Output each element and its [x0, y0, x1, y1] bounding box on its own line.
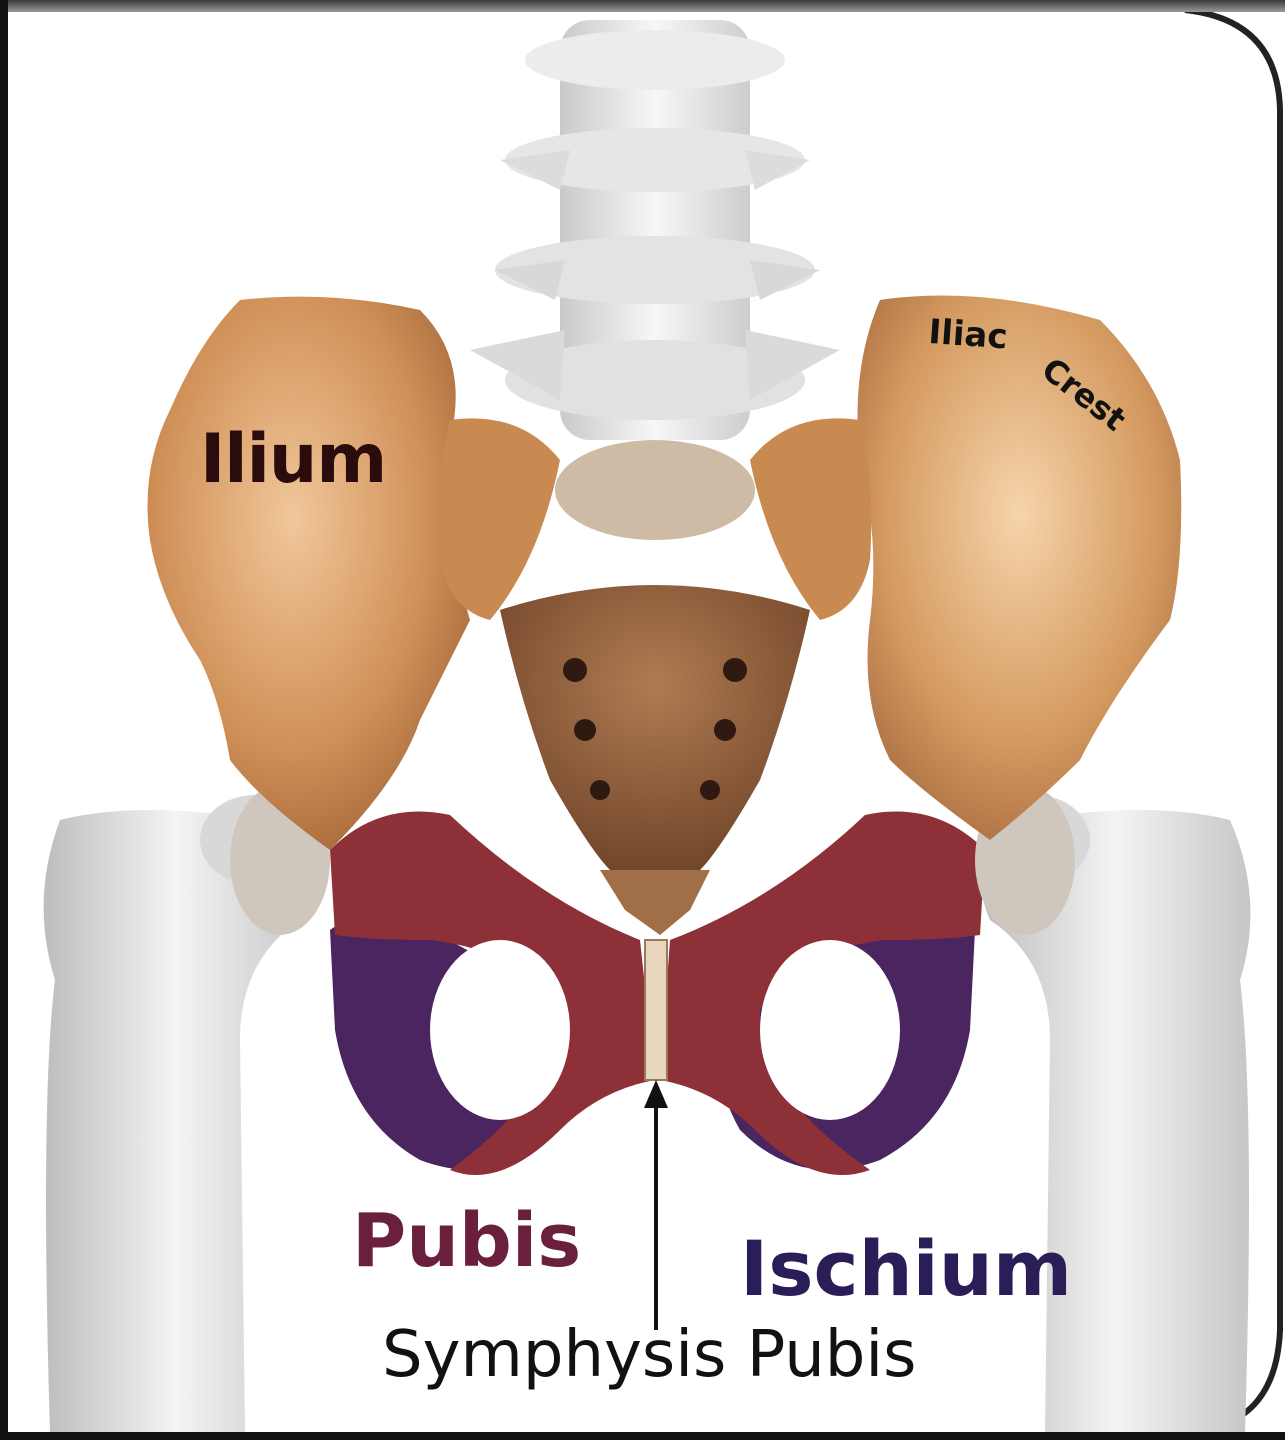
frame-left-border [0, 0, 8, 1440]
left-obturator-foramen [430, 940, 570, 1120]
left-sacroiliac [439, 418, 560, 620]
label-ischium: Ischium [740, 1224, 1072, 1313]
symphysis-arrow-head [644, 1080, 668, 1108]
label-iliac: Iliac [927, 312, 1009, 357]
label-ilium: Ilium [200, 420, 386, 499]
right-sacroiliac [750, 418, 871, 620]
lumbar-spine [470, 20, 840, 440]
frame-bottom-border [0, 1432, 1285, 1440]
frame-top-border [0, 0, 1285, 12]
coccyx [600, 870, 710, 935]
label-pubis: Pubis [352, 1198, 581, 1284]
right-ilium [858, 296, 1182, 841]
right-obturator-foramen [760, 940, 900, 1120]
symphysis-disc [645, 940, 667, 1080]
label-symphysis-pubis: Symphysis Pubis [382, 1318, 917, 1392]
left-ilium [148, 297, 471, 850]
